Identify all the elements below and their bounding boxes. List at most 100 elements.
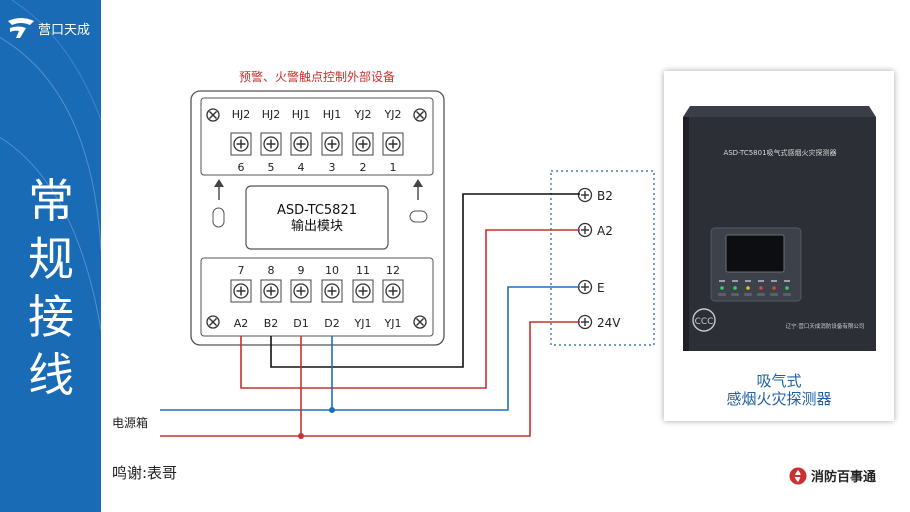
mount-screw-icon — [206, 108, 220, 122]
terminal-number: 2 — [360, 161, 367, 174]
mount-slot — [212, 207, 225, 228]
company-logo: 营口天成 — [6, 17, 90, 39]
terminal-label: YJ2 — [354, 108, 372, 121]
led-label-mark — [719, 280, 725, 282]
terminal-label: YJ1 — [354, 317, 372, 330]
detector-side-shade — [683, 117, 689, 351]
detector-terminal-screw-icon — [577, 279, 593, 295]
terminal-label: YJ2 — [384, 108, 402, 121]
terminal-label: A2 — [234, 317, 249, 330]
terminal-number: 12 — [386, 264, 400, 277]
detector-terminal-screw-icon — [577, 187, 593, 203]
credit-text: 鸣谢:表哥 — [112, 464, 178, 482]
terminal-label: D2 — [324, 317, 339, 330]
footer-brand: 消防百事通 — [789, 466, 876, 485]
terminal-label: D1 — [293, 317, 308, 330]
power-box-label: 电源箱 — [112, 415, 148, 430]
top-terminal-row: HJ2 HJ2 HJ1 HJ1 YJ2 YJ2 6 5 4 3 2 1 — [232, 108, 402, 174]
detector-terminal-screw-icon — [577, 222, 593, 238]
panel-button — [783, 293, 791, 296]
detector-display-screen — [725, 234, 785, 273]
mount-screw-icon — [413, 108, 427, 122]
terminal-screw-icon — [230, 279, 252, 303]
panel-button — [744, 293, 752, 296]
mount-slot — [409, 210, 428, 223]
top-terminal-strip — [200, 97, 434, 176]
title-char: 线 — [28, 348, 74, 402]
terminal-screws — [230, 132, 404, 303]
module-name: ASD-TC5821 输出模块 — [246, 203, 388, 235]
module-type: 输出模块 — [290, 219, 343, 234]
panel-button — [770, 293, 778, 296]
mount-screws — [206, 108, 427, 329]
wire-red — [240, 229, 580, 389]
svg-text:CCC: CCC — [695, 317, 714, 327]
terminal-label: B2 — [264, 317, 279, 330]
detector-device: ASD-TC5801吸气式感烟火灾探测器 CCC 辽宁·营口天成消防设备有限公司 — [683, 106, 876, 351]
bottom-terminal-strip — [200, 257, 434, 337]
bottom-terminal-row: 7 8 9 10 11 12 A2 B2 D1 D2 YJ1 YJ1 — [234, 264, 402, 330]
terminal-number: 6 — [238, 161, 245, 174]
detector-terminal-label: B2 — [597, 189, 613, 203]
detector-panel-label: ASD-TC5801吸气式感烟火灾探测器 — [723, 148, 836, 157]
indicator-led — [759, 286, 763, 290]
panel-button — [731, 293, 739, 296]
detector-caption-line: 感烟火灾探测器 — [726, 390, 832, 408]
certification-logo-icon: CCC — [692, 308, 716, 332]
detector-terminal-screw-icon — [577, 314, 593, 330]
indicator-led — [720, 286, 724, 290]
led-label-mark — [732, 280, 738, 282]
detector-terminals — [577, 187, 593, 330]
arrow-up-icon — [214, 179, 224, 200]
terminal-screw-icon — [230, 132, 252, 156]
led-label-mark — [745, 280, 751, 282]
logo-text: 营口天成 — [38, 22, 91, 38]
detector-leds — [718, 280, 791, 296]
terminal-screw-icon — [260, 279, 282, 303]
terminal-screw-icon — [352, 279, 374, 303]
panel-button — [757, 293, 765, 296]
detector-terminal-label: 24V — [597, 316, 621, 330]
page-title: 常 规 接 线 — [21, 172, 81, 404]
detector-top-face — [683, 106, 876, 117]
detector-caption: 吸气式 感烟火灾探测器 — [664, 372, 894, 408]
indicator-led — [733, 286, 737, 290]
terminal-number: 1 — [390, 161, 397, 174]
left-title-band: 营口天成 常 规 接 线 — [0, 0, 101, 512]
junction-dot — [298, 433, 304, 439]
diagram-header-label: 预警、火警触点控制外部设备 — [239, 69, 395, 84]
module-nameplate — [245, 185, 389, 250]
title-char: 接 — [28, 290, 74, 344]
indicator-led — [746, 286, 750, 290]
terminal-number: 7 — [238, 264, 245, 277]
terminal-number: 8 — [268, 264, 275, 277]
terminal-label: HJ2 — [262, 108, 281, 121]
terminal-screw-icon — [382, 132, 404, 156]
detector-maker-label: 辽宁·营口天成消防设备有限公司 — [786, 322, 865, 330]
terminal-number: 11 — [356, 264, 370, 277]
tiancheng-logo-icon — [8, 18, 34, 38]
brand-text: 消防百事通 — [811, 470, 877, 485]
terminal-number: 9 — [298, 264, 305, 277]
led-label-mark — [758, 280, 764, 282]
detector-terminal-label: E — [597, 281, 605, 295]
terminal-label: HJ1 — [292, 108, 311, 121]
arrow-up-icon — [413, 179, 423, 200]
detector-terminal-box — [550, 170, 655, 346]
band-decoration — [0, 0, 101, 331]
led-label-mark — [771, 280, 777, 282]
title-char: 常 — [28, 174, 74, 228]
terminal-screw-icon — [260, 132, 282, 156]
mount-screw-icon — [206, 315, 220, 329]
terminal-label: YJ1 — [384, 317, 402, 330]
terminal-label: HJ1 — [323, 108, 342, 121]
led-label-mark — [784, 280, 790, 282]
terminal-screw-icon — [352, 132, 374, 156]
junction-dot — [329, 407, 335, 413]
terminal-screw-icon — [290, 132, 312, 156]
terminal-label: HJ2 — [232, 108, 251, 121]
module-model: ASD-TC5821 — [277, 203, 357, 218]
detector-caption-line: 吸气式 — [756, 372, 802, 390]
